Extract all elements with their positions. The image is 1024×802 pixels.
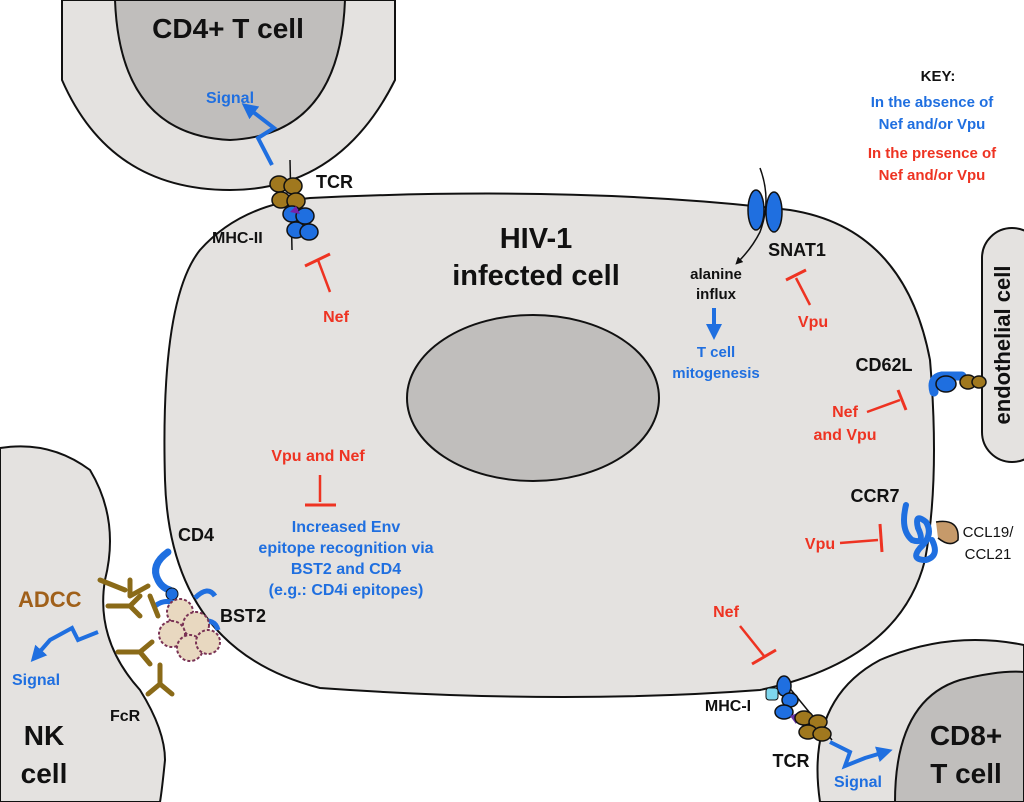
cd8-t-cell-label-2: T cell [930,758,1002,789]
alanine-label: alanine [690,266,742,283]
cd4-t-cell [61,0,396,192]
env-text-2: epitope recognition via [258,540,433,557]
vpu-snat1-label: Vpu [798,314,828,331]
cd8-t-cell [816,639,1024,802]
nef-cd62l-1: Nef [832,404,858,421]
nucleus [406,314,660,482]
influx-label: influx [696,286,737,303]
cd8-t-cell-label-1: CD8+ [930,720,1002,751]
nk-cell-label-1: NK [24,720,64,751]
bst2-label: BST2 [220,606,266,626]
adcc-label: ADCC [18,587,82,612]
cd62l-label: CD62L [855,355,912,375]
tcr-mhcii-complex [241,103,332,293]
key-absence-2: Nef and/or Vpu [879,116,986,133]
snat1-label: SNAT1 [768,240,826,260]
ccl19-label: CCL19/ [963,524,1015,541]
key-absence-1: In the absence of [871,94,995,111]
env-text-3: BST2 and CD4 [291,561,401,578]
key-title: KEY: [921,68,956,85]
tcr-bottom-label: TCR [773,751,810,771]
ccr7-label: CCR7 [850,486,899,506]
nk-cell-label-2: cell [21,758,68,789]
mhc-ii-label: MHC-II [212,230,263,247]
env-text-1: Increased Env [292,519,401,536]
nef-mhcii-label: Nef [323,309,349,326]
key-legend: KEY: In the absence of Nef and/or Vpu In… [868,68,997,184]
env-text-4: (e.g.: CD4i epitopes) [269,582,424,599]
vpu-ccr7-label: Vpu [805,536,835,553]
hiv-infected-cell [163,192,935,699]
tcell-mitogenesis-1: T cell [697,344,735,361]
mhc-i-label: MHC-I [705,698,751,715]
nef-cd62l-2: and Vpu [813,427,876,444]
fcr-label: FcR [110,708,141,725]
endothelial-cell-label: endothelial cell [990,266,1015,425]
cd4-label: CD4 [178,525,214,545]
infected-cell-title-2: infected cell [452,260,620,292]
signal-cd4-label: Signal [206,90,254,107]
ccl21-label: CCL21 [965,546,1012,563]
infected-cell-title-1: HIV-1 [500,223,573,255]
cd4-t-cell-label: CD4+ T cell [152,13,304,44]
mhci-tcr-complex [739,625,893,770]
nk-synapse [30,548,221,697]
nef-mhci-label: Nef [713,604,739,621]
key-presence-2: Nef and/or Vpu [879,167,986,184]
virion-cluster [158,598,221,662]
vpu-and-nef-label: Vpu and Nef [271,448,365,465]
key-presence-1: In the presence of [868,145,997,162]
tcell-mitogenesis-2: mitogenesis [672,365,760,382]
nk-cell [0,445,167,802]
fcr-antibodies [97,577,175,697]
cd62l-receptor [866,371,987,414]
ccr7-receptor [839,502,959,564]
vpu-nef-inhibitor [305,475,336,507]
tcr-top-label: TCR [316,172,353,192]
signal-nk-label: Signal [12,672,60,689]
endothelial-cell [981,227,1024,463]
signal-cd8-label: Signal [834,774,882,791]
snat1-transporter [706,167,812,340]
